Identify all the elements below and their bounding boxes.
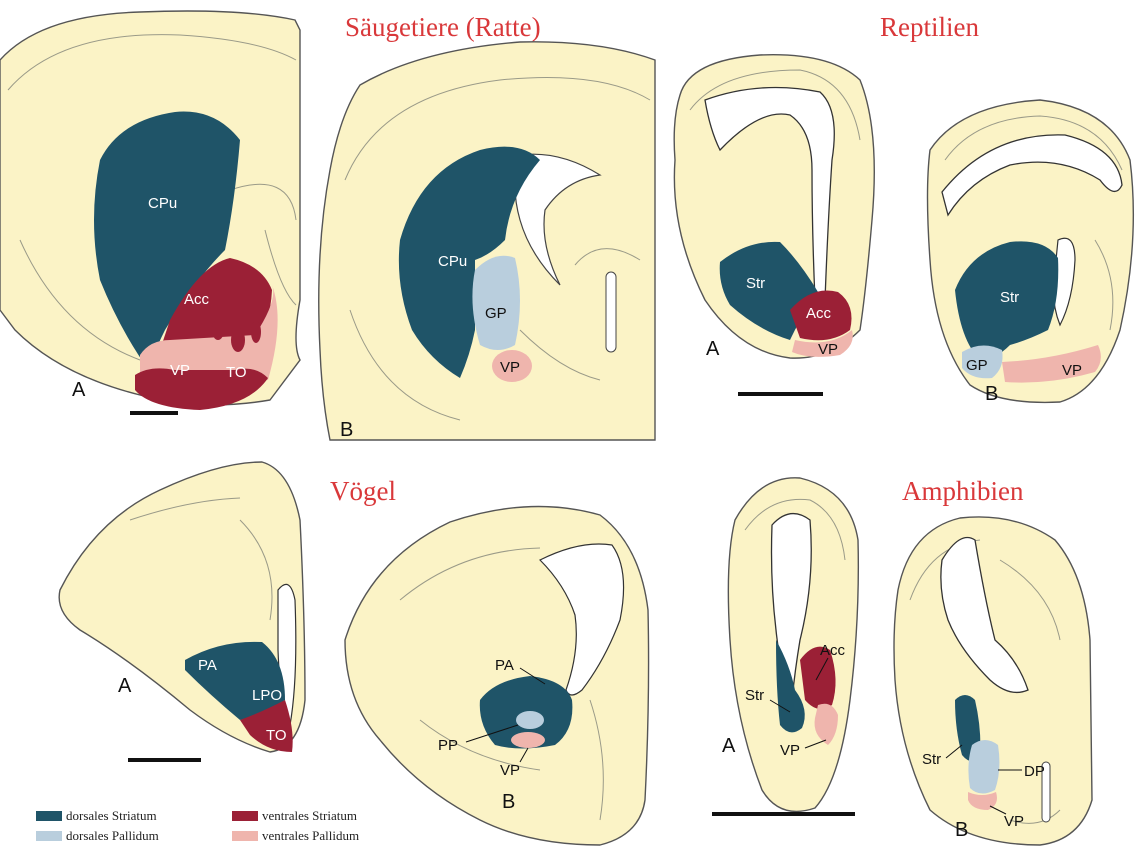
scale-bar bbox=[738, 392, 823, 396]
label-acc: Acc bbox=[820, 642, 846, 659]
legend-swatch-ventral-striatum bbox=[232, 811, 258, 821]
label-vp: VP bbox=[170, 362, 190, 379]
scale-bar bbox=[712, 812, 855, 816]
region-dorsal-pallidum bbox=[516, 711, 544, 729]
title-birds: Vögel bbox=[330, 476, 396, 506]
scale-bar bbox=[130, 411, 178, 415]
reptile-section-b: Str GP VP B bbox=[928, 100, 1134, 405]
label-pa: PA bbox=[198, 657, 217, 674]
label-lpo: LPO bbox=[252, 687, 282, 704]
panel-letter-b: B bbox=[985, 383, 998, 405]
label-gp: GP bbox=[966, 357, 988, 374]
title-amphibians: Amphibien bbox=[902, 476, 1024, 506]
title-reptiles: Reptilien bbox=[880, 12, 979, 42]
panel-letter-a: A bbox=[722, 735, 736, 757]
panel-letter-b: B bbox=[340, 419, 353, 441]
label-acc: Acc bbox=[806, 305, 832, 322]
scale-bar bbox=[128, 758, 201, 762]
label-vp: VP bbox=[1062, 362, 1082, 379]
label-dp: DP bbox=[1024, 763, 1045, 780]
region-dorsal-pallidum bbox=[472, 256, 520, 350]
label-str: Str bbox=[922, 751, 941, 768]
region-dorsal-pallidum bbox=[968, 740, 999, 794]
mammal-section-a: CPu Acc VP TO A bbox=[0, 11, 300, 415]
amphibian-section-a: Str Acc VP A bbox=[712, 478, 858, 816]
label-vp: VP bbox=[500, 762, 520, 779]
panel-letter-a: A bbox=[706, 338, 720, 360]
legend-label-dorsal-striatum: dorsales Striatum bbox=[66, 808, 157, 823]
amphibian-section-b: Str DP VP B bbox=[894, 517, 1092, 845]
panel-letter-b: B bbox=[955, 819, 968, 841]
label-gp: GP bbox=[485, 305, 507, 322]
label-pa: PA bbox=[495, 657, 514, 674]
reptile-section-a: Str Acc VP A bbox=[674, 55, 874, 396]
title-mammals: Säugetiere (Ratte) bbox=[345, 12, 541, 42]
legend-swatch-ventral-pallidum bbox=[232, 831, 258, 841]
label-vp: VP bbox=[500, 359, 520, 376]
label-str: Str bbox=[745, 687, 764, 704]
bird-section-b: PA PP VP B bbox=[345, 506, 649, 845]
label-pp: PP bbox=[438, 737, 458, 754]
label-to: TO bbox=[266, 727, 287, 744]
legend-label-ventral-striatum: ventrales Striatum bbox=[262, 808, 357, 823]
region-ventral-pallidum bbox=[511, 732, 545, 748]
legend-label-dorsal-pallidum: dorsales Pallidum bbox=[66, 828, 159, 843]
label-vp: VP bbox=[818, 341, 838, 358]
label-cpu: CPu bbox=[148, 195, 177, 212]
mammal-section-b: CPu GP VP B bbox=[319, 42, 655, 441]
legend: dorsales Striatum ventrales Striatum dor… bbox=[36, 808, 359, 843]
bird-section-a: PA LPO TO A bbox=[59, 462, 305, 762]
label-to: TO bbox=[226, 364, 247, 381]
label-cpu: CPu bbox=[438, 253, 467, 270]
panel-letter-b: B bbox=[502, 791, 515, 813]
panel-letter-a: A bbox=[72, 379, 86, 401]
panel-letter-a: A bbox=[118, 675, 132, 697]
label-str: Str bbox=[746, 275, 765, 292]
legend-swatch-dorsal-pallidum bbox=[36, 831, 62, 841]
label-vp: VP bbox=[1004, 813, 1024, 830]
legend-swatch-dorsal-striatum bbox=[36, 811, 62, 821]
legend-label-ventral-pallidum: ventrales Pallidum bbox=[262, 828, 359, 843]
label-vp: VP bbox=[780, 742, 800, 759]
label-str: Str bbox=[1000, 289, 1019, 306]
label-acc: Acc bbox=[184, 291, 210, 308]
